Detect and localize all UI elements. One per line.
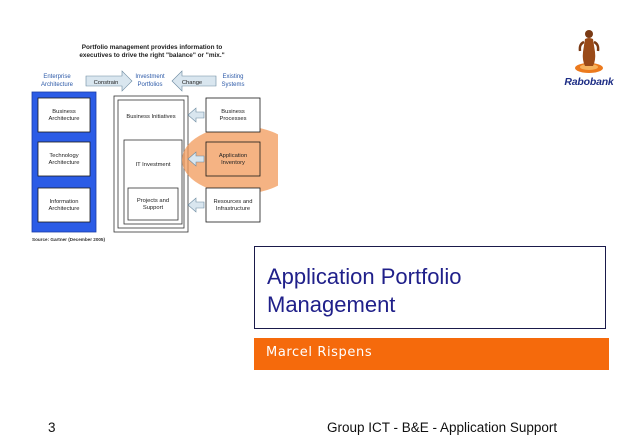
portfolio-management-diagram: Portfolio management provides informatio…: [31, 44, 278, 242]
col-header-investment: Investment: [135, 74, 165, 80]
resources-infrastructure-line2: Infrastructure: [216, 206, 250, 212]
slide-title-line2: Management: [267, 292, 396, 317]
information-architecture-box: [37, 187, 91, 223]
technology-architecture-line1: Technology: [49, 153, 78, 159]
constrain-label: Constrain: [94, 80, 119, 86]
footer-text: Group ICT - B&E - Application Support: [327, 420, 558, 435]
rabobank-logo-icon: [575, 30, 603, 73]
business-processes-arrow: [187, 107, 205, 123]
business-initiatives-label: Business Initiatives: [126, 114, 175, 120]
col-header-systems: Systems: [221, 82, 244, 88]
col-header-architecture: Architecture: [41, 82, 74, 88]
diagram-heading-line1: Portfolio management provides informatio…: [82, 44, 223, 51]
resources-infrastructure-line1: Resources and: [214, 199, 253, 205]
change-arrow: [171, 70, 217, 92]
rabobank-wordmark: Rabobank: [564, 76, 614, 88]
resources-infrastructure-arrow: [187, 197, 205, 213]
business-processes-box: [205, 97, 261, 133]
it-investment-label: IT Investment: [135, 162, 170, 168]
technology-architecture-line2: Architecture: [49, 160, 80, 166]
projects-support-box: [127, 187, 179, 221]
projects-support-line1: Projects and: [137, 198, 169, 204]
col-header-portfolios: Portfolios: [137, 82, 162, 88]
business-architecture-box: [37, 97, 91, 133]
author-bar: Marcel Rispens: [254, 338, 609, 370]
slide-number: 3: [48, 420, 56, 435]
projects-support-line2: Support: [143, 205, 164, 211]
business-architecture-line1: Business: [52, 109, 76, 115]
constrain-arrow: [85, 70, 133, 92]
application-inventory-line1: Application: [219, 153, 247, 159]
information-architecture-line2: Architecture: [49, 206, 80, 212]
application-inventory-box: [205, 141, 261, 177]
technology-architecture-box: [37, 141, 91, 177]
slide-title-line1: Application Portfolio: [267, 264, 462, 289]
application-inventory-arrow: [187, 151, 205, 167]
col-header-existing: Existing: [222, 74, 243, 80]
information-architecture-line1: Information: [50, 199, 79, 205]
diagram-heading-line2: executives to drive the right "balance" …: [79, 52, 224, 59]
business-architecture-line2: Architecture: [49, 116, 80, 122]
change-label: Change: [182, 80, 202, 86]
resources-infrastructure-box: [205, 187, 261, 223]
slide-title-box: Application Portfolio Management: [254, 246, 606, 329]
diagram-source: Source: Gartner (December 2005): [32, 237, 105, 242]
business-processes-line2: Processes: [219, 116, 246, 122]
author-name: Marcel Rispens: [266, 345, 373, 360]
business-processes-line1: Business: [221, 109, 245, 115]
col-header-enterprise: Enterprise: [43, 74, 71, 80]
application-inventory-line2: Inventory: [221, 160, 245, 166]
